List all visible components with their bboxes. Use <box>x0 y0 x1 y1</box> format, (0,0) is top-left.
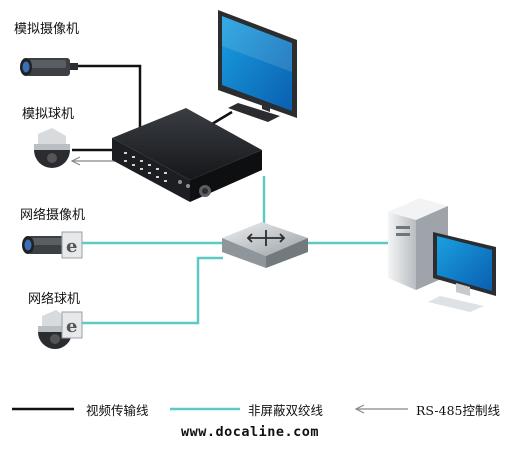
watermark-url: www.docaline.com <box>181 424 320 440</box>
analog-camera-icon <box>20 58 78 76</box>
analog-dome-icon <box>34 128 70 168</box>
label-network-dome: 网络球机 <box>28 292 81 307</box>
legend-video-label: 视频传输线 <box>86 403 149 418</box>
rs485-arrow-dome <box>70 156 81 166</box>
switch-icon <box>222 222 308 268</box>
legend-rs485-label: RS-485控制线 <box>416 403 501 418</box>
utp-lines <box>80 176 392 325</box>
label-network-camera: 网络摄像机 <box>20 208 86 223</box>
svg-text:e: e <box>66 316 77 337</box>
label-analog-dome: 模拟球机 <box>22 107 75 122</box>
network-camera-icon: e <box>22 231 83 259</box>
legend-rs485-arrow <box>354 404 365 414</box>
svg-text:e: e <box>66 236 77 257</box>
video-line-analog-camera <box>78 64 142 135</box>
nvr-icon <box>112 108 262 202</box>
monitor-icon <box>218 10 297 122</box>
pc-icon <box>388 198 496 312</box>
label-analog-camera: 模拟摄像机 <box>14 22 80 37</box>
legend-utp-label: 非屏蔽双绞线 <box>248 403 324 418</box>
video-line-monitor <box>211 110 233 126</box>
network-dome-icon: e <box>38 310 83 349</box>
